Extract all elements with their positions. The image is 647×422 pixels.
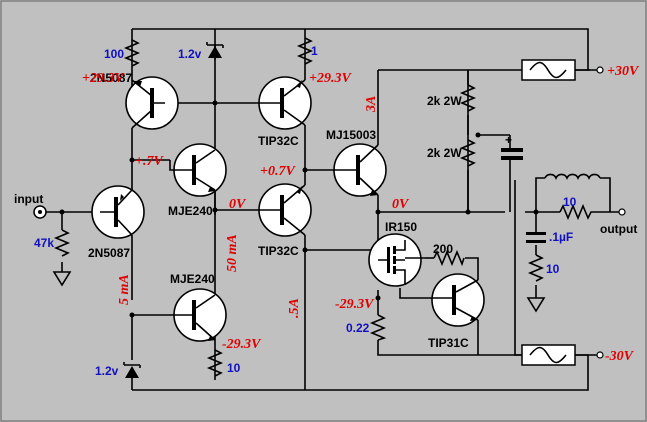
value-zener-top: 1.2v <box>178 47 202 61</box>
ann-i-5ma: 5 mA <box>117 274 132 305</box>
resistor-1 <box>296 37 314 65</box>
resistor-2k-top <box>459 84 477 112</box>
resistors <box>53 37 595 377</box>
resistor-10-bot <box>206 349 224 377</box>
ann-v-0-out: 0V <box>392 197 410 212</box>
label-tip32c-top: TIP32C <box>258 134 299 148</box>
label-mje240-bot: MJE240 <box>170 272 215 286</box>
ann-v-07: +.7V <box>135 154 164 169</box>
transistor-2n5087-in <box>91 185 145 239</box>
label-tip31c: TIP31C <box>428 336 469 350</box>
rail-neg-terminal <box>596 351 604 359</box>
resistor-2k-bot <box>459 139 477 167</box>
label-2n5087-in: 2N5087 <box>88 246 130 260</box>
resistor-100 <box>123 39 141 67</box>
zener-diodes <box>123 42 224 378</box>
label-ir150: IR150 <box>385 220 417 234</box>
wiring <box>45 28 622 391</box>
rail-pos-terminal <box>596 66 604 74</box>
transistor-mje240-bot <box>170 288 227 342</box>
transistor-tip32c-mid <box>258 183 312 237</box>
ann-rail-neg: -30V <box>605 349 635 364</box>
ann-i-5a: .5A <box>287 298 302 318</box>
label-tip32c-mid: TIP32C <box>258 244 299 258</box>
resistor-200 <box>433 249 465 267</box>
label-output: output <box>600 222 637 236</box>
value-r10-out: 10 <box>563 195 577 209</box>
value-r2k-top: 2k 2W <box>427 94 462 108</box>
resistor-10-snub <box>527 254 545 282</box>
label-mje240-mid: MJE240 <box>168 204 213 218</box>
output-inductor <box>544 173 601 180</box>
transistor-tip31c <box>430 273 485 327</box>
resistor-47k <box>53 229 71 257</box>
transistor-mje240-mid <box>169 143 227 197</box>
svg-text:+: + <box>505 133 512 147</box>
value-r10-bot: 10 <box>227 361 241 375</box>
ann-v-top-right: +29.3V <box>309 71 352 86</box>
transistor-ir150 <box>368 233 425 287</box>
value-c1uf: .1µF <box>549 230 573 244</box>
transistor-mj15003 <box>330 143 387 197</box>
junction-dots <box>59 100 539 318</box>
value-r200: 200 <box>433 242 453 256</box>
ann-v-p07: +0.7V <box>260 164 296 179</box>
ground-symbols <box>52 271 546 313</box>
value-r1: 1 <box>311 44 318 58</box>
ann-i-3a: 3A <box>364 96 379 113</box>
fuse-top <box>521 59 576 81</box>
value-r10-snub: 10 <box>546 262 560 276</box>
ann-rail-pos: +30V <box>607 64 640 79</box>
capacitors: + <box>501 133 546 243</box>
ann-i-50ma: 50 mA <box>225 234 240 272</box>
label-input: input <box>14 192 43 206</box>
ann-v-top-left: +29.3V <box>82 71 125 86</box>
ann-v-neg-bot: -29.3V <box>222 337 262 352</box>
resistor-10-out <box>559 203 595 221</box>
label-mj15003: MJ15003 <box>326 128 376 142</box>
input-jack <box>33 205 47 219</box>
value-zener-bot: 1.2v <box>95 364 119 378</box>
label-2n5087-top: 2N5087 <box>90 71 132 85</box>
transistor-tip32c-top <box>258 76 312 130</box>
ann-v-neg: -29.3V <box>335 297 375 312</box>
value-r47k: 47k <box>34 236 54 250</box>
output-terminal <box>618 208 626 216</box>
value-r022: 0.22 <box>346 321 370 335</box>
value-r2k-bot: 2k 2W <box>427 146 462 160</box>
fuse-bottom <box>521 344 576 366</box>
resistor-022 <box>369 314 387 341</box>
ann-v-0-mid: 0V <box>229 197 247 212</box>
value-r100: 100 <box>104 47 124 61</box>
transistor-2n5087-top <box>125 76 179 130</box>
